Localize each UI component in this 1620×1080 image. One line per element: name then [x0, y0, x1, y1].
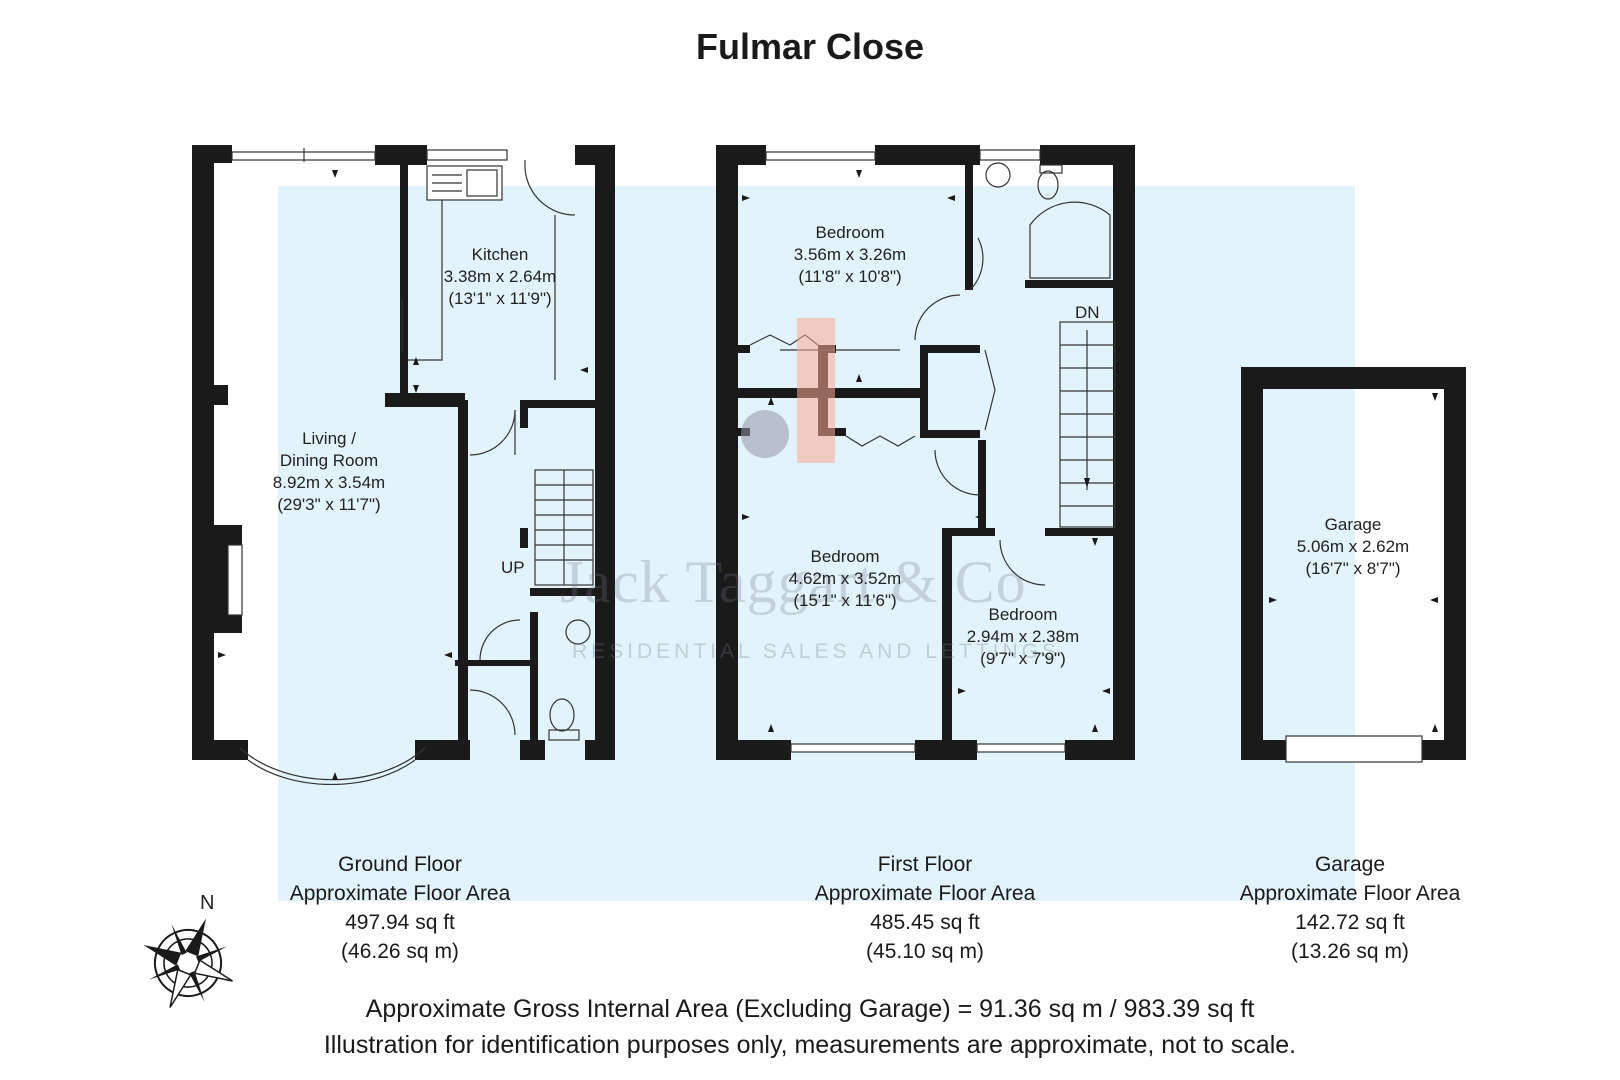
compass-north-label: N [200, 892, 215, 914]
background-panel [278, 186, 1355, 901]
room-imperial: (16'7" x 8'7") [1305, 559, 1401, 578]
loft-hatch-marker [797, 318, 835, 463]
room-label-garage: Garage 5.06m x 2.62m (16'7" x 8'7") [1253, 514, 1453, 580]
room-metric: 8.92m x 3.54m [272, 473, 386, 492]
room-label-bedroom-1: Bedroom 3.56m x 3.26m (11'8" x 10'8") [750, 222, 950, 288]
room-label-bedroom-2: Bedroom 4.62m x 3.52m (15'1" x 11'6") [745, 546, 945, 612]
room-name: Bedroom [988, 605, 1058, 624]
room-metric: 3.56m x 3.26m [793, 245, 907, 264]
stairs-down-label: DN [1075, 303, 1100, 322]
room-metric: 4.62m x 3.52m [788, 569, 902, 588]
first-floor-arrows [742, 170, 1110, 732]
room-metric: 3.38m x 2.64m [443, 267, 557, 286]
floor-area-label: Approximate Floor Area [289, 882, 511, 905]
room-metric: 5.06m x 2.62m [1296, 537, 1410, 556]
floor-area-label: Approximate Floor Area [814, 882, 1036, 905]
watermark-name: Jack Taggart & Co [560, 549, 1027, 615]
ground-floor-plan [192, 145, 615, 760]
room-imperial: (13'1" x 11'9") [448, 289, 552, 308]
floor-summary-first: First Floor Approximate Floor Area 485.4… [775, 850, 1075, 966]
watermark-tagline: RESIDENTIAL SALES AND LETTINGS [572, 640, 1060, 663]
page-title: Fulmar Close [695, 26, 925, 67]
stairs-up-label: UP [501, 558, 525, 577]
room-label-bedroom-3: Bedroom 2.94m x 2.38m (9'7" x 7'9") [928, 604, 1118, 670]
ground-floor-details [227, 148, 594, 786]
room-name: Bedroom [815, 223, 885, 242]
room-metric: 2.94m x 2.38m [966, 627, 1080, 646]
floor-area-sqft: 485.45 sq ft [870, 911, 980, 934]
floor-name: Ground Floor [338, 853, 462, 876]
floor-summary-garage: Garage Approximate Floor Area 142.72 sq … [1200, 850, 1500, 966]
room-imperial: (15'1" x 11'6") [793, 591, 897, 610]
floor-area-sqm: (13.26 sq m) [1291, 940, 1409, 963]
compass-rose-icon [143, 918, 233, 1008]
floor-area-sqft: 497.94 sq ft [345, 911, 455, 934]
floor-area-sqm: (45.10 sq m) [866, 940, 984, 963]
room-name: Bedroom [810, 547, 880, 566]
ground-floor-arrows [218, 170, 588, 780]
room-name: Living / [302, 429, 356, 448]
floor-area-sqft: 142.72 sq ft [1295, 911, 1405, 934]
floor-area-sqm: (46.26 sq m) [341, 940, 459, 963]
room-label-living: Living / Dining Room 8.92m x 3.54m (29'3… [229, 428, 429, 516]
room-label-kitchen: Kitchen 3.38m x 2.64m (13'1" x 11'9") [400, 244, 600, 310]
room-name: Kitchen [471, 245, 529, 264]
room-name: Dining Room [279, 451, 379, 470]
room-imperial: (29'3" x 11'7") [277, 495, 381, 514]
garage-arrows [1269, 393, 1438, 732]
floor-area-label: Approximate Floor Area [1239, 882, 1461, 905]
room-name: Garage [1324, 515, 1382, 534]
floor-name: Garage [1314, 853, 1386, 876]
room-imperial: (9'7" x 7'9") [980, 649, 1066, 668]
gross-area-note: Approximate Gross Internal Area (Excludi… [365, 995, 1255, 1023]
garage-plan [1241, 367, 1466, 760]
disclaimer-note: Illustration for identification purposes… [323, 1031, 1297, 1059]
floor-summary-ground: Ground Floor Approximate Floor Area 497.… [250, 850, 550, 966]
room-imperial: (11'8" x 10'8") [798, 267, 902, 286]
garage-details [1285, 735, 1423, 763]
floor-name: First Floor [877, 853, 973, 876]
light-fitting-marker [741, 410, 789, 458]
